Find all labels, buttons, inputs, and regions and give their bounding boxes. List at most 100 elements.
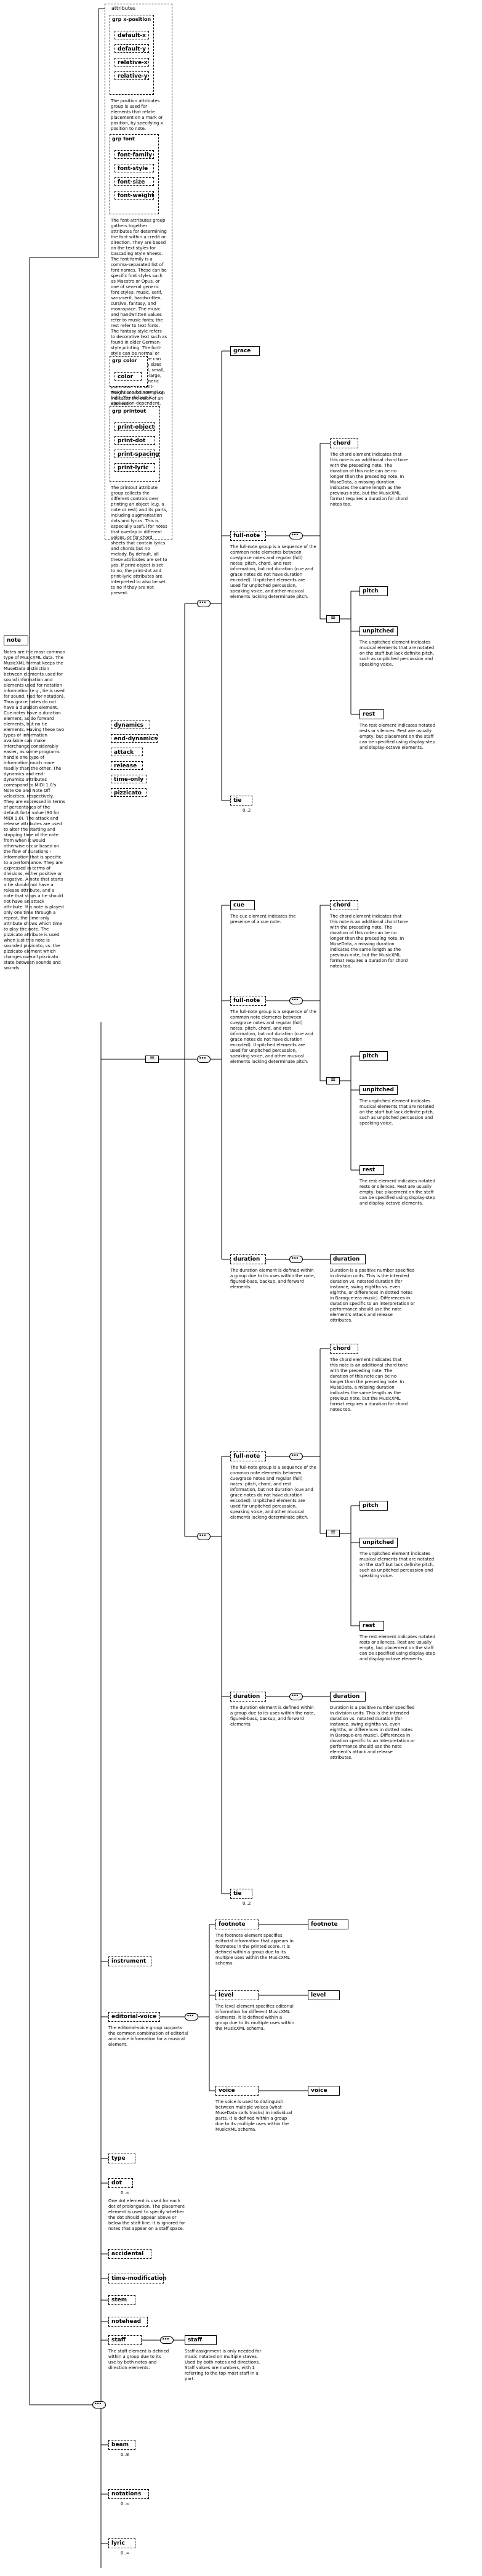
level-description: The level element specifies editorial in… [215,2004,295,2031]
cue-duration-sequence[interactable] [289,1256,303,1263]
regular-duration-element[interactable]: duration [330,1692,366,1702]
cue-full-note-sequence[interactable] [289,997,303,1004]
beam-element[interactable]: beam [108,2440,135,2450]
attr-dynamics[interactable]: dynamics [111,721,150,729]
editorial-voice-description: The editorial-voice group supports the c… [108,2025,188,2047]
attr-group-x-position[interactable] [110,15,154,95]
cue-element[interactable]: cue [230,900,255,910]
regular-full-note-description: The full-note group is a sequence of the… [230,1465,316,1520]
attr-font-style[interactable]: font-style [114,164,154,172]
time-modification-element[interactable]: time-modification [108,2274,167,2283]
attr-group-font[interactable] [110,134,159,214]
attr-end-dynamics[interactable]: end-dynamics [111,734,158,743]
regular-full-note-group[interactable]: full-note [230,1452,266,1461]
grace-rest-element[interactable]: rest [359,709,384,719]
editorial-voice-group[interactable]: editorial-voice [108,2012,160,2022]
dot-element[interactable]: dot [108,2178,133,2188]
regular-tie-cardinality: 0..2 [243,1901,251,1906]
staff-sequence[interactable] [160,2336,174,2344]
regular-unpitched-description: The unpitched element indicates musical … [359,1551,435,1578]
cue-full-note-group[interactable]: full-note [230,996,266,1006]
cue-chord-element[interactable]: chord [330,900,358,910]
regular-unpitched-element[interactable]: unpitched [359,1538,398,1548]
attributes-header: attributes [111,6,136,11]
staff-group-description: The staff element is defined within a gr… [108,2349,169,2370]
cue-duration-group[interactable]: duration [230,1254,266,1264]
regular-tie-element[interactable]: tie [230,1889,252,1899]
stem-element[interactable]: stem [108,2295,135,2305]
type-element[interactable]: type [108,2154,135,2163]
cue-description: The cue element indicates the presence o… [230,914,296,924]
level-element[interactable]: level [215,1990,259,2000]
attr-group-x-position-description: The position attributes group is used fo… [111,99,163,131]
grace-full-note-sequence[interactable] [289,532,303,539]
level-ref-element[interactable]: level [308,1990,340,2000]
attr-print-spacing[interactable]: print-spacing [114,450,159,458]
voice-ref-element[interactable]: voice [308,2086,340,2096]
attr-font-size[interactable]: font-size [114,177,154,186]
footnote-element[interactable]: footnote [215,1920,259,1929]
regular-chord-element[interactable]: chord [330,1344,358,1354]
regular-duration-group[interactable]: duration [230,1692,266,1702]
notations-element[interactable]: notations [108,2489,149,2499]
cue-chord-description: The chord element indicates that this no… [330,914,408,969]
attr-print-dot[interactable]: print-dot [114,436,155,445]
voice-element[interactable]: voice [215,2086,259,2096]
lyric-element[interactable]: lyric [108,2538,135,2548]
attr-font-weight[interactable]: font-weight [114,191,154,200]
attr-print-object[interactable]: print-object [114,422,155,431]
attr-group-color[interactable] [110,356,148,387]
notehead-element[interactable]: notehead [108,2317,148,2327]
instrument-element[interactable]: instrument [108,1956,151,1966]
cue-pitch-element[interactable]: pitch [359,1051,388,1061]
staff-group[interactable]: staff [108,2335,142,2345]
staff-ref-element[interactable]: staff [185,2335,217,2345]
regular-full-note-sequence[interactable] [289,1453,303,1460]
root-element-note[interactable]: note [4,636,28,645]
attr-attack[interactable]: attack [111,748,143,756]
attr-relative-y[interactable]: relative-y [114,71,149,80]
grace-full-note-group[interactable]: full-note [230,531,266,541]
cue-pitch-choice[interactable] [326,1076,340,1084]
note-type-choice-compositor[interactable] [145,1055,159,1063]
regular-duration-group-description: The duration element is defined within a… [230,1705,315,1727]
regular-pitch-choice[interactable] [326,1529,340,1537]
attr-release[interactable]: release [111,761,143,770]
grace-pitch-choice[interactable] [326,615,340,623]
regular-duration-sequence[interactable] [289,1693,303,1700]
regular-rest-element[interactable]: rest [359,1621,384,1631]
editorial-voice-sequence[interactable] [185,2013,198,2021]
cue-duration-group-description: The duration element is defined within a… [230,1268,315,1290]
cue-rest-description: The rest element indicates notated rests… [359,1179,436,1206]
attr-group-printout-label: grp printout [112,408,147,414]
cue-full-note-description: The full-note group is a sequence of the… [230,1009,316,1064]
root-element-description: Notes are the most common type of MusicX… [4,650,65,971]
accidental-element[interactable]: accidental [108,2249,151,2259]
grace-sequence-compositor[interactable] [197,600,211,607]
footnote-ref-element[interactable]: footnote [308,1920,348,1929]
attr-default-x[interactable]: default-x [114,31,149,39]
attr-group-printout-description: The printout attribute group collects th… [111,485,167,596]
regular-pitch-element[interactable]: pitch [359,1501,388,1511]
main-sequence-compositor[interactable] [92,2401,106,2408]
attr-relative-x[interactable]: relative-x [114,58,149,67]
cue-duration-element[interactable]: duration [330,1254,366,1264]
cue-sequence-compositor[interactable] [197,1056,211,1063]
attr-font-family[interactable]: font-family [114,150,154,159]
attr-print-lyric[interactable]: print-lyric [114,463,155,472]
cue-rest-element[interactable]: rest [359,1165,384,1175]
attr-group-color-label: grp color [112,358,137,363]
cue-unpitched-element[interactable]: unpitched [359,1085,398,1095]
attr-default-y[interactable]: default-y [114,44,149,53]
attr-pizzicato[interactable]: pizzicato [111,788,147,797]
grace-unpitched-element[interactable]: unpitched [359,626,398,636]
grace-element[interactable]: grace [230,346,260,356]
attr-color[interactable]: color [114,372,142,381]
regular-sequence-compositor[interactable] [197,1533,211,1540]
beam-cardinality: 0..8 [121,2452,129,2457]
grace-chord-element[interactable]: chord [330,438,358,448]
grace-pitch-element[interactable]: pitch [359,586,388,596]
attr-time-only[interactable]: time-only [111,775,147,783]
grace-tie-element[interactable]: tie [230,796,252,806]
